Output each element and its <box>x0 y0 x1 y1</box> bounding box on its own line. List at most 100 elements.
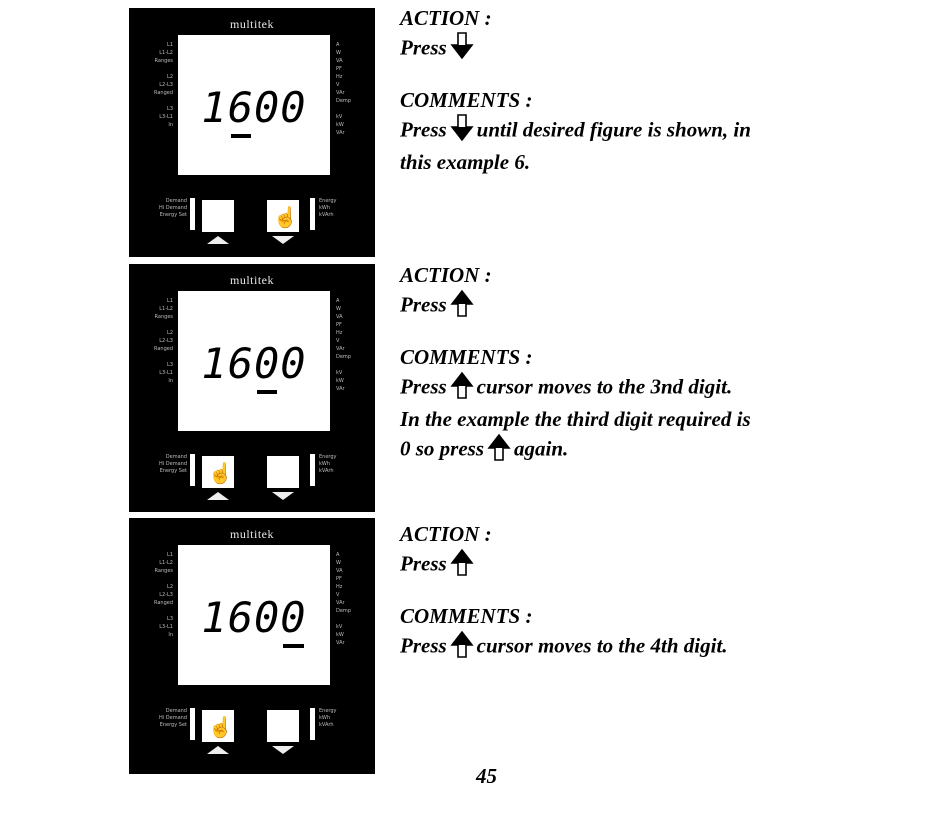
lcd-digit: 0 <box>280 339 307 388</box>
bottom-left-labels: Demand Hi Demand Energy Set <box>159 708 187 728</box>
arrow-down-outline-icon <box>450 114 474 149</box>
comment-text: In the example the third digit required … <box>400 407 751 431</box>
meter-left-labels: L1 L1-L2 Ranges L2 L2-L3 Ranged L3 L3-L1… <box>153 298 173 384</box>
lcd-display: 1600 <box>178 545 330 685</box>
indicator-bar-right <box>310 198 315 230</box>
bottom-left-labels: Demand Hi Demand Energy Set <box>159 198 187 218</box>
step-text: ACTION : Press COMMENTS : Press cursor mo… <box>400 262 751 468</box>
bottom-right-labels: Energy kWh kVArh <box>319 454 337 474</box>
page-number: 45 <box>476 764 497 788</box>
lcd-digit: 6 <box>227 593 254 642</box>
comment-text: again. <box>514 436 569 461</box>
indicator-bar-right <box>310 454 315 486</box>
meter-right-labels: A W VA PF Hz V VAr Demp kV kW VAr <box>336 298 351 392</box>
action-text: Press <box>400 292 447 317</box>
comment-text: cursor moves to the 4th digit. <box>476 633 728 658</box>
comment-text: until desired figure is shown, in <box>476 117 751 142</box>
pointing-hand-icon: ☝ <box>208 717 233 739</box>
meter-right-labels: A W VA PF Hz V VAr Demp kV kW VAr <box>336 552 351 646</box>
step-text: ACTION : Press COMMENTS : Press until des… <box>400 5 751 176</box>
pointing-hand-icon: ☝ <box>208 463 233 485</box>
comment-line: Press cursor moves to the 3nd digit. <box>400 371 751 406</box>
lcd-digit: 0 <box>280 83 307 132</box>
action-label: ACTION : <box>400 263 492 287</box>
lcd-digits: 1600 <box>178 83 330 138</box>
triangle-up-icon <box>207 746 229 754</box>
up-button[interactable]: ☝ <box>202 456 234 488</box>
arrow-up-outline-icon <box>450 548 474 583</box>
lcd-digit: 0 <box>254 339 281 394</box>
lcd-digit: 0 <box>254 593 281 642</box>
meter-controls: Demand Hi Demand Energy Set ☝ Energy kWh… <box>129 196 375 254</box>
meter-brand: multitek <box>230 273 274 287</box>
action-line: Press <box>400 32 751 67</box>
action-label: ACTION : <box>400 522 492 546</box>
indicator-bar-right <box>310 708 315 740</box>
comment-text: Press <box>400 117 447 142</box>
meter-brand: multitek <box>230 17 274 31</box>
comment-line: In the example the third digit required … <box>400 406 751 433</box>
meter-panel: multitek L1 L1-L2 Ranges L2 L2-L3 Ranged… <box>129 8 375 257</box>
down-button[interactable] <box>267 456 299 488</box>
triangle-down-icon <box>272 492 294 500</box>
action-line: Press <box>400 548 728 583</box>
comment-text: 0 so press <box>400 436 485 461</box>
comments-label: COMMENTS : <box>400 604 533 628</box>
lcd-display: 1600 <box>178 35 330 175</box>
action-line: Press <box>400 289 751 324</box>
comments-body: Press cursor moves to the 3nd digit. In th… <box>400 371 751 468</box>
action-label: ACTION : <box>400 6 492 30</box>
meter-left-labels: L1 L1-L2 Ranges L2 L2-L3 Ranged L3 L3-L1… <box>153 552 173 638</box>
down-button[interactable] <box>267 710 299 742</box>
triangle-down-icon <box>272 236 294 244</box>
triangle-up-icon <box>207 492 229 500</box>
bottom-left-labels: Demand Hi Demand Energy Set <box>159 454 187 474</box>
up-button[interactable]: ☝ <box>202 710 234 742</box>
lcd-digits: 1600 <box>178 593 330 648</box>
comments-body: Press until desired figure is shown, in th… <box>400 114 751 176</box>
meter-controls: Demand Hi Demand Energy Set ☝ Energy kWh… <box>129 706 375 764</box>
meter-panel: multitek L1 L1-L2 Ranges L2 L2-L3 Ranged… <box>129 264 375 512</box>
lcd-digit: 1 <box>201 339 228 388</box>
action-text: Press <box>400 35 447 60</box>
comments-label: COMMENTS : <box>400 88 533 112</box>
arrow-up-outline-icon <box>450 630 474 665</box>
comment-text: Press <box>400 374 447 399</box>
comment-line: this example 6. <box>400 149 751 176</box>
comment-line: Press until desired figure is shown, in <box>400 114 751 149</box>
lcd-digit: 1 <box>201 83 228 132</box>
comment-line: 0 so press again. <box>400 433 751 468</box>
lcd-digit: 6 <box>227 83 254 138</box>
lcd-display: 1600 <box>178 291 330 431</box>
pointing-hand-icon: ☝ <box>273 207 298 229</box>
down-button[interactable]: ☝ <box>267 200 299 232</box>
meter-brand: multitek <box>230 527 274 541</box>
comment-text: cursor moves to the 3nd digit. <box>476 374 733 399</box>
lcd-digit: 0 <box>254 83 281 132</box>
arrow-up-outline-icon <box>487 433 511 468</box>
bottom-right-labels: Energy kWh kVArh <box>319 198 337 218</box>
meter-controls: Demand Hi Demand Energy Set ☝ Energy kWh… <box>129 452 375 510</box>
arrow-up-outline-icon <box>450 289 474 324</box>
meter-right-labels: A W VA PF Hz V VAr Demp kV kW VAr <box>336 42 351 136</box>
indicator-bar-left <box>190 198 195 230</box>
up-button[interactable] <box>202 200 234 232</box>
arrow-up-outline-icon <box>450 371 474 406</box>
meter-left-labels: L1 L1-L2 Ranges L2 L2-L3 Ranged L3 L3-L1… <box>153 42 173 128</box>
comments-label: COMMENTS : <box>400 345 533 369</box>
triangle-down-icon <box>272 746 294 754</box>
lcd-digit: 6 <box>227 339 254 388</box>
lcd-digits: 1600 <box>178 339 330 394</box>
bottom-right-labels: Energy kWh kVArh <box>319 708 337 728</box>
lcd-digit: 0 <box>280 593 307 648</box>
comment-text: this example 6. <box>400 150 531 174</box>
triangle-up-icon <box>207 236 229 244</box>
indicator-bar-left <box>190 454 195 486</box>
indicator-bar-left <box>190 708 195 740</box>
arrow-down-outline-icon <box>450 32 474 67</box>
lcd-digit: 1 <box>201 593 228 642</box>
action-text: Press <box>400 551 447 576</box>
